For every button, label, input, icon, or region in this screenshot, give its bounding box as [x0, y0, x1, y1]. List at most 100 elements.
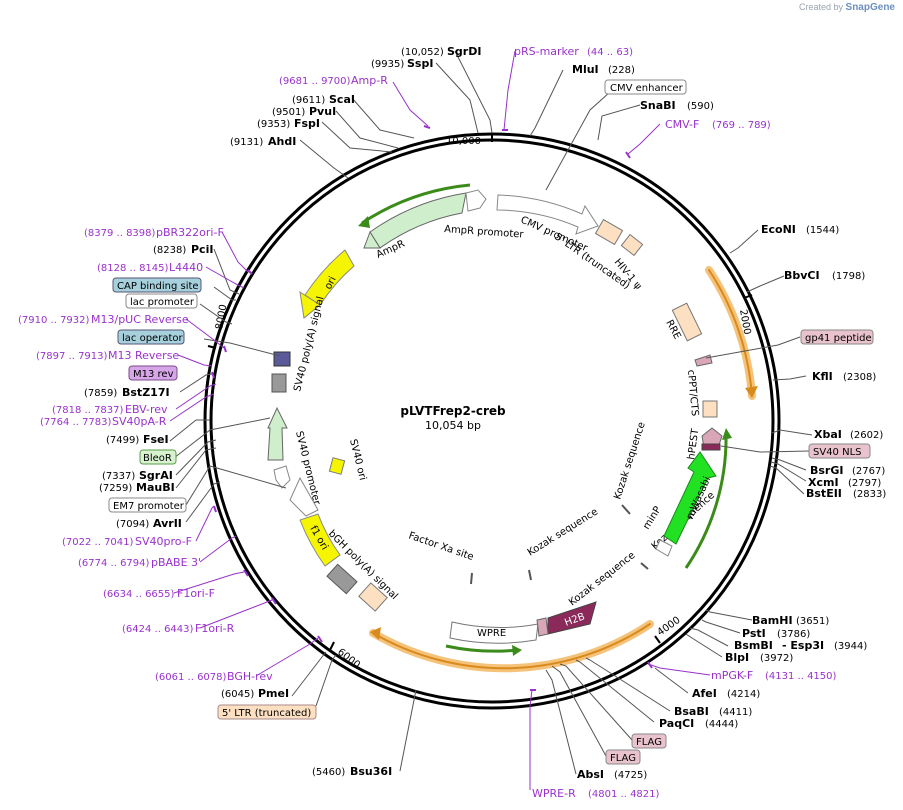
cppt-marker: [702, 400, 718, 418]
scai-name: ScaI: [329, 93, 355, 106]
wpre-label: WPRE: [477, 628, 506, 639]
paqci-coord: (4444): [705, 719, 738, 730]
wprer-name: WPRE-R: [532, 787, 576, 800]
fspi-name: FspI: [294, 117, 320, 130]
fsei-name: FseI: [143, 433, 169, 446]
pmei-coord: (6045): [221, 689, 254, 700]
ampr-head: [363, 230, 381, 249]
m13-rev-box: [128, 365, 178, 381]
backbone-outer: [203, 132, 781, 710]
pvui-name: PvuI: [309, 105, 336, 118]
bghrev-coord: (6061 .. 6078): [155, 672, 227, 683]
snapgene-logo: SnapGene: [845, 2, 895, 13]
pbabe-name: pBABE 3': [151, 556, 201, 569]
bsteii-name: BstEII: [806, 487, 842, 500]
m13rev-name: M13 Reverse: [108, 349, 179, 362]
psti-name: PstI: [742, 627, 766, 640]
xcmi-coord: (2797): [848, 478, 881, 489]
bsabi-coord: (4411): [719, 707, 752, 718]
xbai-name: XbaI: [814, 428, 842, 441]
minp-label: minP: [641, 505, 664, 532]
sv40polya-marker-2: [271, 373, 287, 393]
sspi-coord: (9935): [371, 59, 404, 70]
sgrdi-coord: (10,052): [401, 47, 444, 58]
kozak-label-1: Kozak sequence: [526, 506, 600, 558]
sv40pro-name: SV40pro-F: [135, 535, 192, 548]
wpre-feature: [449, 621, 539, 644]
plasmid-size: 10,054 bp: [425, 419, 481, 432]
lac-operator-box: [117, 329, 185, 345]
esp3i-name: - Esp3I: [782, 639, 824, 652]
scai-coord: (9611): [292, 95, 325, 106]
factor-xa-label: Factor Xa site: [407, 530, 475, 563]
avrii-name: AvrII: [153, 517, 182, 530]
ltr5-inner-feature: [594, 218, 624, 246]
gp41-box: [800, 329, 874, 345]
mwasabi-feature: [663, 451, 717, 545]
mlui-coord: (228): [608, 65, 635, 76]
ahdi-name: AhdI: [268, 135, 296, 148]
ampr-promoter-arrow: [465, 189, 487, 212]
kozak-label-3: Kozak sequence: [612, 421, 647, 501]
bstz17i-name: BstZ17I: [122, 386, 170, 399]
absi-coord: (4725): [614, 770, 647, 781]
sv40pro-coord: (7022 .. 7041): [62, 537, 134, 548]
cmv-f-coord: (769 .. 789): [712, 120, 771, 131]
cmv-enhancer-name: CMV enhancer: [610, 83, 684, 94]
psti-coord: (3786): [777, 629, 810, 640]
blpi-name: BlpI: [725, 651, 749, 664]
kozak-mark-1: [528, 569, 532, 581]
l4440-name: L4440: [169, 261, 203, 274]
bsrgi-coord: (2767): [852, 466, 885, 477]
sv40-promoter-arrow: [273, 465, 291, 489]
rre-feature: [671, 302, 703, 342]
flag2-name: FLAG: [610, 753, 636, 764]
ampr-promoter-label: AmpR promoter: [444, 224, 525, 241]
ampr-feature: [369, 192, 467, 249]
bghrev-name: BGH-rev: [227, 670, 273, 683]
cppt-label: cPPT/CTS: [685, 369, 700, 416]
econi-coord: (1544): [806, 225, 839, 236]
mpgkf-coord: (4131 .. 4150): [765, 671, 837, 682]
rs-marker-coord: (44 .. 63): [587, 47, 633, 58]
bamhi-name: BamHI: [752, 614, 793, 627]
absi-name: AbsI: [577, 768, 604, 781]
ltr5-inner-marker: [358, 582, 388, 612]
f1orif-coord: (6634 .. 6655): [103, 589, 175, 600]
bstz17i-coord: (7859): [84, 388, 117, 399]
blpi-coord: (3972): [760, 653, 793, 664]
ori-head: [299, 290, 321, 319]
cmv-promoter-feature: [496, 194, 599, 235]
bamhi-coord: (3651): [796, 616, 829, 627]
flag2-box: [605, 749, 641, 765]
econi-name: EcoNI: [761, 223, 796, 236]
sspi-name: SspI: [407, 57, 433, 70]
pcii-coord: (8238): [153, 245, 186, 256]
f1orir-name: F1ori-R: [195, 622, 235, 635]
ahdi-coord: (9131): [230, 137, 263, 148]
gp41-inner-marker: [694, 354, 713, 367]
sv40polya-marker: [273, 351, 291, 367]
em7-arrow: [289, 476, 319, 517]
credit-prefix: Created by: [798, 2, 844, 12]
cmv-enhancer-box: [604, 79, 687, 95]
lac-promoter-box: [125, 293, 198, 309]
pmei-name: PmeI: [258, 687, 289, 700]
f1orif-name: F1ori-F: [177, 587, 215, 600]
tick-label-6000: 6000: [335, 647, 362, 671]
esp3i-coord: (3944): [834, 641, 867, 652]
orange-arcs: [369, 266, 758, 673]
em7-name: EM7 promoter: [113, 501, 185, 512]
kozak-label-2: Kozak sequence: [567, 550, 637, 608]
amp-r-coord: (9681 .. 9700): [279, 76, 351, 87]
cap-box: [112, 277, 202, 293]
bleor-name: BleoR: [143, 453, 172, 464]
fspi-coord: (9353): [257, 119, 290, 130]
mlui-name: MluI: [572, 63, 599, 76]
tick-marks: [207, 133, 753, 651]
backbone-inner: [209, 138, 775, 704]
sgrai-name: SgrAI: [139, 469, 173, 482]
xcmi-name: XcmI: [808, 476, 839, 489]
cap-name: CAP binding site: [117, 281, 199, 292]
afei-name: AfeI: [692, 687, 717, 700]
